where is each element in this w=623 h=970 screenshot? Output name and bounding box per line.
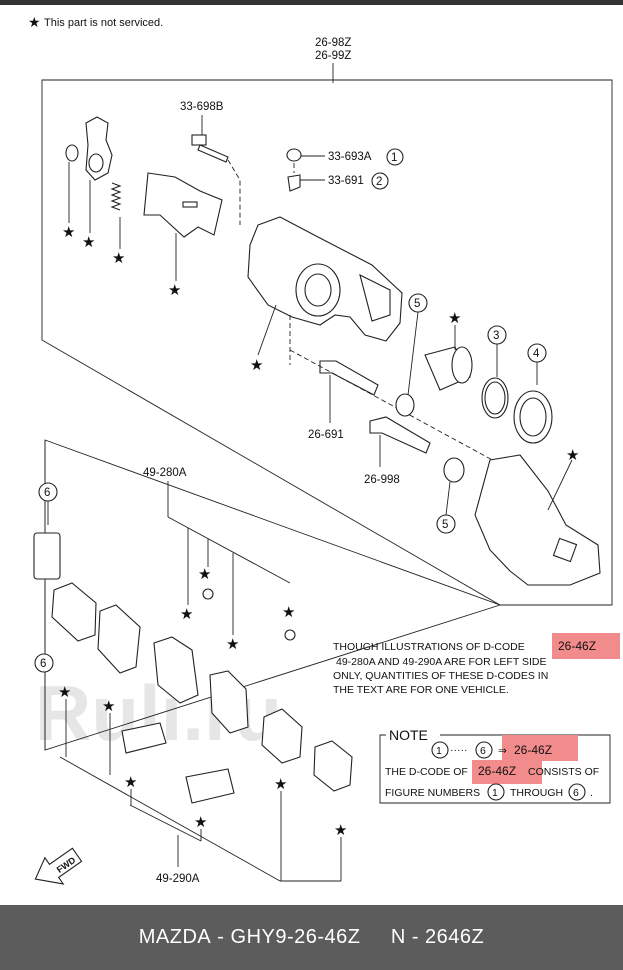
not-serviced-note: This part is not serviced. (44, 17, 163, 29)
spring (110, 182, 122, 211)
star-icon: ★ (62, 224, 75, 241)
note-text2-from: 1 (492, 787, 498, 799)
guide-pin-boot-lower (443, 457, 465, 483)
star-icon: ★ (448, 310, 461, 327)
footer-part-number: GHY9-26-46Z (230, 926, 361, 948)
star-icon: ★ (194, 814, 207, 831)
dust-boot-number: 4 (533, 348, 540, 360)
pad-clip-a (121, 722, 167, 754)
note-text1a: THE D-CODE OF (385, 766, 468, 778)
guide-pin-lower (319, 360, 379, 396)
notice-line2: 49-280A AND 49-290A ARE FOR LEFT SIDE (336, 656, 547, 668)
bleeder-screw-label: 33-691 (328, 175, 364, 187)
fwd-arrow-icon: FWD (34, 847, 83, 885)
bleeder-cap (286, 148, 302, 162)
star-icon: ★ (102, 698, 115, 715)
footer-sep2: - (405, 926, 426, 948)
caliper-frame (41, 79, 613, 606)
guide-pin-boot (395, 393, 415, 417)
notice-line4: THE TEXT ARE FOR ONE VEHICLE. (333, 684, 509, 696)
note-range-to: 6 (480, 745, 486, 757)
anti-squeal-shim-b (97, 604, 141, 674)
washer (65, 144, 79, 162)
pad-number-a: 6 (44, 487, 50, 499)
footer-sep: - (211, 926, 231, 948)
anti-squeal-shim-d (313, 740, 353, 792)
note-title: NOTE (389, 727, 428, 743)
star-icon: ★ (180, 606, 193, 623)
caliper-parts-diagram: Ruli.ru ★ This part is not serviced. 26-… (28, 14, 620, 885)
notice-line1: THOUGH ILLUSTRATIONS OF D-CODE (333, 641, 525, 653)
hardware-kit-label: 49-290A (156, 873, 200, 885)
brake-pad-outer (209, 670, 249, 734)
anti-squeal-shim-c (261, 708, 303, 764)
boot-bottom-number: 5 (442, 519, 448, 531)
note-arrow: ⇒ (498, 745, 507, 757)
star-icon: ★ (82, 234, 95, 251)
assembly-code-2: 26-99Z (315, 50, 351, 62)
star-icon: ★ (334, 822, 347, 839)
star-icon: ★ (226, 636, 239, 653)
highlight-rect (472, 760, 542, 784)
guide-pin-upper (369, 416, 431, 454)
boot-top-number: 5 (414, 298, 420, 310)
pad-shim-small (33, 532, 61, 580)
brake-pad-inner (153, 636, 199, 704)
note-range-from: 1 (436, 745, 442, 757)
pad-clip-b (185, 768, 235, 804)
notice-code: 26-46Z (558, 639, 596, 653)
note-text2b: THROUGH (510, 787, 563, 799)
footer-n-label: N (390, 926, 406, 948)
highlight-rect (552, 633, 620, 659)
note-text1c: CONSISTS OF (528, 766, 599, 778)
top-border (0, 0, 623, 5)
guide-pin-upper-label: 26-998 (364, 474, 400, 486)
footer-brand: MAZDA (138, 926, 212, 948)
assembly-code-1: 26-98Z (315, 37, 351, 49)
footer-gap (361, 926, 391, 949)
notice-line3: ONLY, QUANTITIES OF THESE D-CODES IN (333, 670, 548, 682)
note-range-dots: ····· (450, 744, 467, 756)
star-icon: ★ (198, 566, 211, 583)
note-text1-code: 26-46Z (478, 764, 516, 778)
wear-indicator-a (202, 588, 214, 600)
note-text2-to: 6 (573, 787, 579, 799)
anti-squeal-shim-a (51, 582, 97, 642)
bleeder-cap-label: 33-693A (328, 151, 372, 163)
bolt-label: 33-698B (180, 101, 224, 113)
star-icon: ★ (58, 684, 71, 701)
seal-number: 3 (493, 330, 499, 342)
star-icon: ★ (168, 282, 181, 299)
part-footer-bar: MAZDA - GHY9-26-46Z N - 2646Z (0, 905, 623, 970)
pad-number-b: 6 (40, 658, 46, 670)
star-icon: ★ (282, 604, 295, 621)
star-icon: ★ (28, 14, 41, 30)
bleeder-screw-number: 2 (376, 176, 382, 188)
note-box: NOTE 1 ····· 6 ⇒ 26-46Z THE D-CODE OF 26… (379, 727, 611, 804)
footer-n-value: 2646Z (425, 926, 485, 948)
highlight-rect (502, 735, 578, 761)
wear-indicator-b (284, 629, 296, 641)
star-icon: ★ (250, 357, 263, 374)
bolt (191, 134, 207, 146)
star-icon: ★ (124, 774, 137, 791)
star-icon: ★ (274, 776, 287, 793)
caliper-bracket (474, 454, 601, 586)
note-text2c: . (590, 787, 593, 799)
bleeder-cap-number: 1 (391, 152, 397, 164)
guide-pin-lower-label: 26-691 (308, 429, 344, 441)
star-icon: ★ (566, 447, 579, 464)
note-range-code: 26-46Z (514, 743, 552, 757)
star-icon: ★ (112, 250, 125, 267)
note-text2a: FIGURE NUMBERS (385, 787, 480, 799)
bleeder-screw (287, 174, 301, 192)
pad-kit-label: 49-280A (143, 467, 187, 479)
